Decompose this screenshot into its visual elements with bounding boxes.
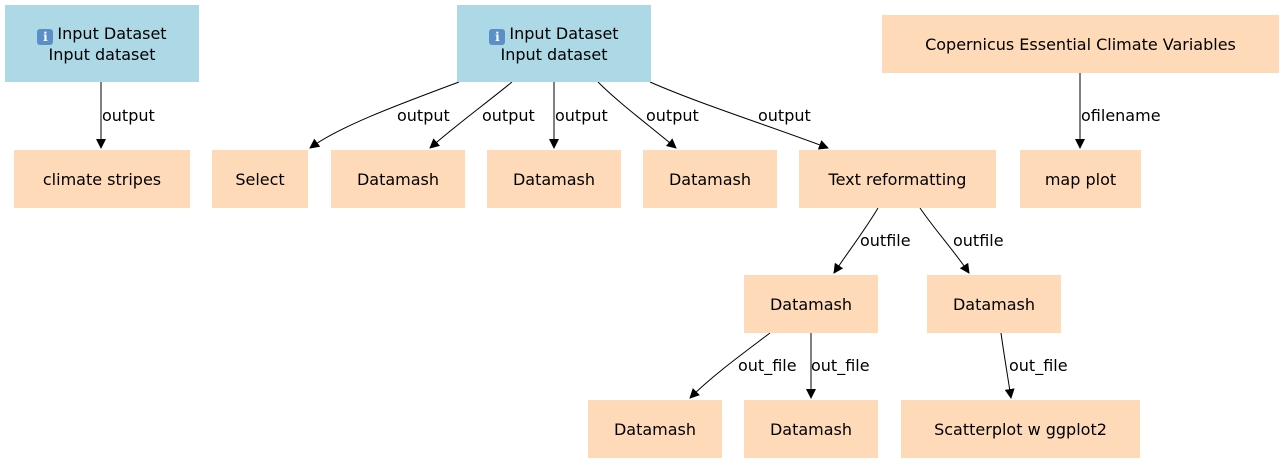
text-reformatting-node[interactable]: Text reformatting: [799, 150, 996, 208]
edge-label: output: [758, 106, 811, 125]
node-label: Datamash: [769, 294, 853, 314]
node-subtitle: Input dataset: [500, 44, 608, 64]
scatterplot-node[interactable]: Scatterplot w ggplot2: [901, 400, 1140, 458]
node-label: Datamash: [613, 419, 697, 439]
edge-label: outfile: [953, 231, 1004, 250]
node-label: Datamash: [668, 169, 752, 189]
node-title: Input Dataset: [509, 23, 619, 43]
datamash-node-a[interactable]: Datamash: [331, 150, 465, 208]
edge-label: output: [555, 106, 608, 125]
copernicus-node[interactable]: Copernicus Essential Climate Variables: [882, 15, 1279, 73]
edge-label: output: [482, 106, 535, 125]
edge-label: output: [102, 106, 155, 125]
node-subtitle: Input dataset: [48, 44, 156, 64]
edge-label: out_file: [1009, 356, 1068, 375]
map-plot-node[interactable]: map plot: [1020, 150, 1141, 208]
edge-label: outfile: [860, 231, 911, 250]
node-label: Datamash: [356, 169, 440, 189]
edge-input2-to-datamash_c: [597, 81, 677, 149]
datamash-node-e[interactable]: Datamash: [927, 275, 1061, 333]
info-icon: i: [37, 28, 54, 45]
edge-label: output: [646, 106, 699, 125]
node-label: Text reformatting: [828, 169, 967, 189]
node-label: Copernicus Essential Climate Variables: [925, 34, 1236, 54]
edge-datamash_e-to-scatterplot: [1000, 332, 1015, 399]
edge-label: ofilename: [1081, 106, 1161, 125]
node-label: map plot: [1044, 169, 1117, 189]
node-label: Scatterplot w ggplot2: [934, 419, 1107, 439]
select-node[interactable]: Select: [212, 150, 308, 208]
node-label: Datamash: [952, 294, 1036, 314]
datamash-node-d[interactable]: Datamash: [744, 275, 878, 333]
edge-input2-to-select: [309, 81, 460, 149]
node-label: Datamash: [769, 419, 853, 439]
node-label: climate stripes: [42, 169, 162, 189]
edge-input2-to-datamash_a: [429, 81, 513, 149]
edge-label: out_file: [738, 356, 797, 375]
edge-text_reformatting-to-datamash_d: [833, 207, 879, 274]
edge-label: output: [397, 106, 450, 125]
node-label: Datamash: [512, 169, 596, 189]
datamash-node-c[interactable]: Datamash: [643, 150, 777, 208]
edge-input2-to-text_reformatting: [649, 81, 829, 150]
node-label: Select: [235, 169, 285, 189]
datamash-node-f[interactable]: Datamash: [588, 400, 722, 458]
edge-datamash_d-to-datamash_f: [689, 332, 771, 399]
info-icon: i: [489, 28, 506, 45]
node-title: Input Dataset: [57, 23, 167, 43]
climate-stripes-node[interactable]: climate stripes: [14, 150, 190, 208]
datamash-node-g[interactable]: Datamash: [744, 400, 878, 458]
edge-label: out_file: [811, 356, 870, 375]
datamash-node-b[interactable]: Datamash: [487, 150, 621, 208]
edge-text_reformatting-to-datamash_e: [919, 207, 970, 274]
